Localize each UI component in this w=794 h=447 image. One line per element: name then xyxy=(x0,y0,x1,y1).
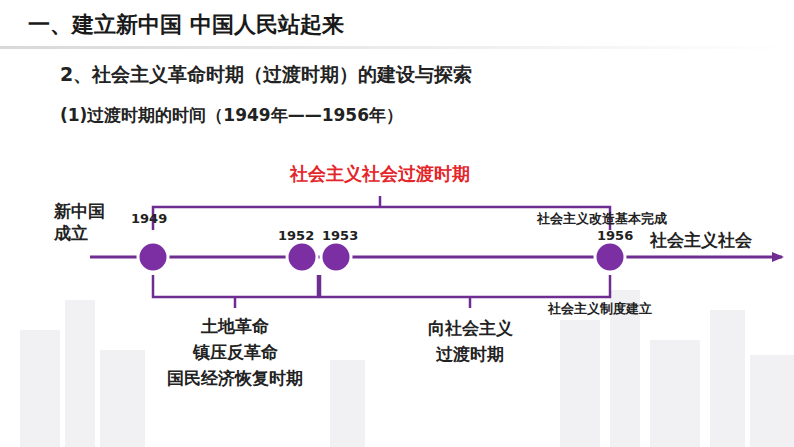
period-title: 社会主义社会过渡时期 xyxy=(290,162,470,186)
stage-item: 土地革命 xyxy=(201,315,269,338)
sub-heading: (1)过渡时期的时间（1949年——1956年） xyxy=(60,104,403,127)
time-points xyxy=(138,242,625,272)
stage-item: 镇压反革命 xyxy=(193,341,278,364)
year-label: 1953 xyxy=(322,227,358,245)
section-heading: 2、社会主义革命时期（过渡时期）的建设与探索 xyxy=(60,62,472,88)
year-label: 1949 xyxy=(131,210,167,228)
start-label: 新中国成立 xyxy=(54,200,110,244)
year-label: 1952 xyxy=(278,227,314,245)
event-label: 社会主义改造基本完成 xyxy=(537,210,667,228)
slide-title: 一、建立新中国 中国人民站起来 xyxy=(28,10,344,40)
year-label: 1956 xyxy=(597,227,633,245)
stage-item: 国民经济恢复时期 xyxy=(167,367,303,390)
city-skyline xyxy=(20,290,794,447)
end-label: 社会主义社会 xyxy=(650,229,752,252)
stage-label: 向社会主义 过渡时期 xyxy=(420,315,520,368)
event-label: 社会主义制度建立 xyxy=(548,300,652,318)
time-axis xyxy=(90,256,782,259)
title-underline xyxy=(0,46,794,49)
